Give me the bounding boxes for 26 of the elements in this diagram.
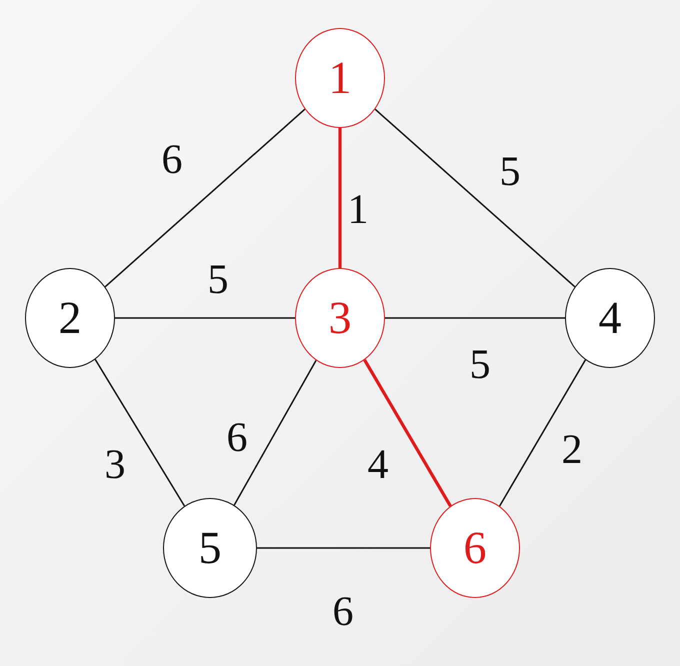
- vertex-label: 5: [198, 525, 222, 571]
- edge-weight: 2: [562, 429, 582, 471]
- vertex-label: 6: [464, 525, 486, 571]
- edge-weight: 1: [348, 189, 368, 231]
- edge-weight: 3: [104, 444, 126, 486]
- edge-weight: 6: [332, 591, 354, 633]
- vertex-label: 2: [58, 295, 82, 341]
- edge-line: [94, 359, 186, 506]
- edge-line: [498, 360, 586, 506]
- edge-line: [104, 108, 306, 288]
- edge-line: [385, 317, 565, 319]
- edge-weight: 6: [162, 139, 182, 181]
- vertex-label: 3: [328, 295, 352, 341]
- edge-line: [338, 128, 342, 268]
- vertex-label: 1: [328, 55, 352, 101]
- edge-weight: 4: [368, 444, 388, 486]
- edge-weight: 5: [470, 344, 490, 386]
- edge-line: [115, 317, 295, 319]
- vertex-label: 4: [598, 295, 622, 341]
- edge-line: [257, 547, 430, 549]
- edge-line: [234, 360, 317, 506]
- edge-line: [363, 359, 452, 507]
- edge-weight: 6: [226, 417, 248, 459]
- edge-line: [374, 108, 576, 288]
- edge-weight: 5: [208, 259, 228, 301]
- edge-weight: 5: [500, 151, 520, 193]
